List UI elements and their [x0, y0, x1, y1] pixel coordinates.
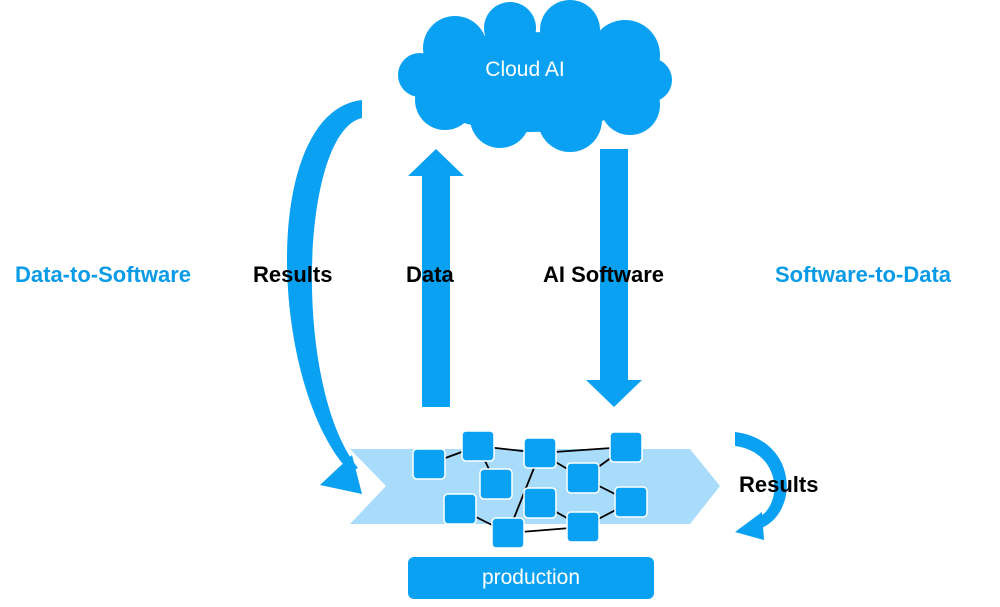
data-label: Data [406, 262, 454, 287]
production-box: production [408, 557, 654, 599]
network-node [566, 511, 600, 543]
data-to-software-label: Data-to-Software [15, 262, 192, 287]
network-node [566, 462, 600, 494]
network-node [461, 430, 495, 462]
results-left-curved-arrow [287, 100, 362, 494]
network-node [443, 493, 477, 525]
network-node [523, 437, 557, 469]
network-node [523, 487, 557, 519]
cloud-icon [398, 0, 672, 152]
data-up-arrow [408, 149, 464, 407]
ai-software-down-arrow [586, 149, 642, 407]
network-node [412, 448, 446, 480]
network-node [609, 431, 643, 463]
production-label: production [481, 566, 581, 589]
results-right-label: Results [739, 472, 819, 497]
network-node [479, 468, 513, 500]
node-network [412, 430, 648, 549]
results-right-curved-arrow [735, 432, 787, 540]
network-node [614, 486, 648, 518]
cloud-ai-label: Cloud AI [485, 58, 565, 81]
software-to-data-label: Software-to-Data [775, 262, 952, 287]
network-node [491, 517, 525, 549]
ai-software-label: AI Software [543, 262, 665, 287]
results-left-label: Results [253, 262, 333, 287]
